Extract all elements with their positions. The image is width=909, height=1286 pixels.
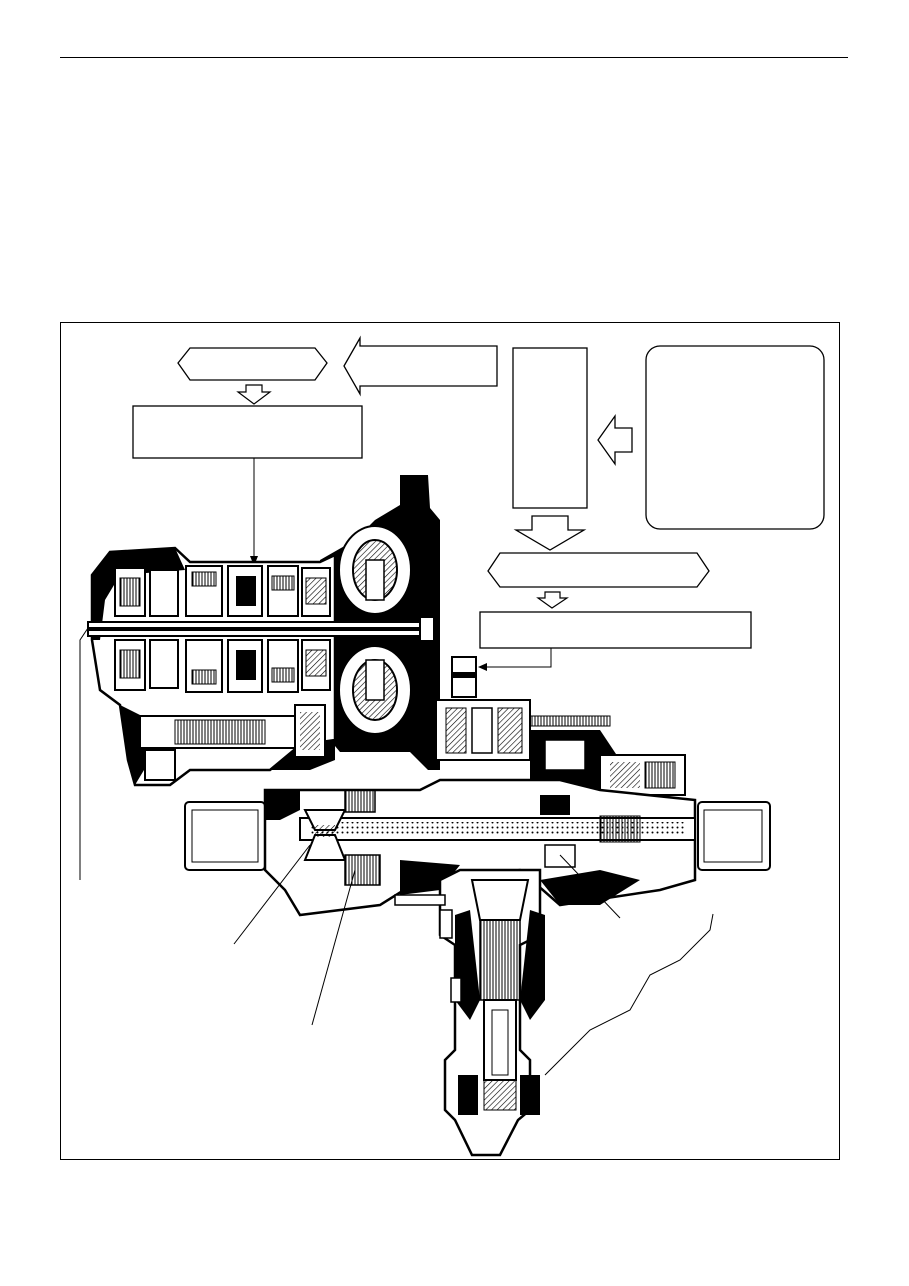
pump-housing [435, 656, 686, 796]
leader-line [484, 648, 552, 668]
transfer-shaft [394, 868, 545, 1157]
hex-label-middle-right [487, 552, 710, 588]
arrowhead-icon [478, 663, 487, 671]
header-rule [60, 57, 848, 58]
arrow-box-top-center [343, 335, 498, 397]
figure-frame [60, 322, 840, 1160]
down-arrow-icon [536, 591, 569, 609]
down-arrow-icon [236, 384, 272, 405]
leader-lines [79, 627, 714, 1076]
hex-label-top-left [177, 347, 328, 381]
tall-box-center [512, 347, 588, 509]
differential [184, 778, 771, 917]
transmission-case [87, 475, 440, 787]
down-arrow-icon [513, 515, 587, 551]
rounded-box-right [645, 345, 825, 530]
rect-label-left [132, 405, 363, 459]
left-arrow-icon [597, 413, 633, 467]
rect-label-right [479, 611, 752, 649]
